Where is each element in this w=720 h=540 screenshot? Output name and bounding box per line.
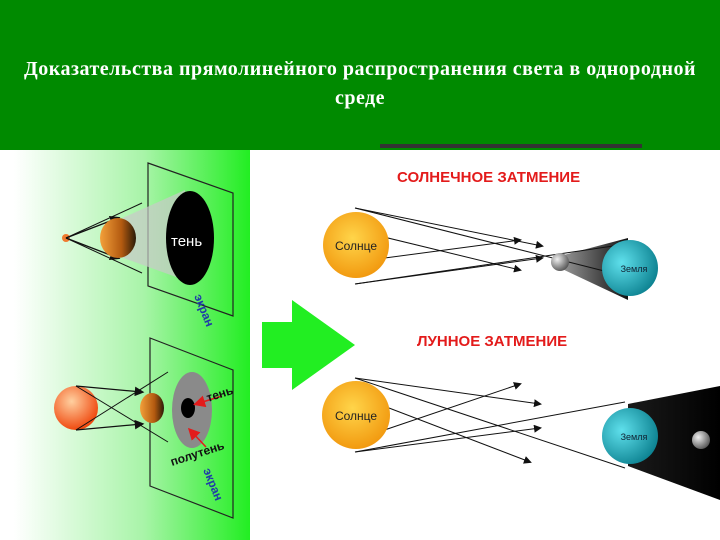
sun xyxy=(323,212,389,278)
shadow-label: тень xyxy=(171,233,202,250)
sun-2 xyxy=(322,381,390,449)
green-arrow xyxy=(262,300,355,390)
solar-eclipse-heading: СОЛНЕЧНОЕ ЗАТМЕНИЕ xyxy=(397,169,580,186)
diagram: тень экран тень полутень экран СОЛНЕЧНОЕ… xyxy=(14,150,720,540)
penumbra-experiment: тень полутень экран xyxy=(54,337,235,519)
shadow-experiment: тень экран xyxy=(62,162,234,329)
opaque-ball xyxy=(100,218,136,258)
earth-label-2: Земля xyxy=(621,432,648,442)
earth-label: Земля xyxy=(621,264,648,274)
screen-frame-2 xyxy=(149,337,234,519)
moon-2 xyxy=(692,431,710,449)
sun-label: Солнце xyxy=(335,239,377,253)
divider-bar xyxy=(380,144,642,148)
slide-title: Доказательства прямолинейного распростра… xyxy=(23,58,697,109)
opaque-ball-2 xyxy=(140,393,164,423)
earth xyxy=(602,240,658,296)
sun-label-2: Солнце xyxy=(335,409,377,423)
title-banner: Доказательства прямолинейного распростра… xyxy=(0,0,720,150)
extended-source xyxy=(54,386,98,430)
umbra-spot xyxy=(181,398,195,418)
earth-shadow-cone xyxy=(628,386,720,500)
lunar-eclipse-heading: ЛУННОЕ ЗАТМЕНИЕ xyxy=(417,333,567,350)
shadow-spot xyxy=(166,191,214,285)
moon xyxy=(551,253,569,271)
earth-2 xyxy=(602,408,658,464)
lunar-eclipse-diagram: ЛУННОЕ ЗАТМЕНИЕ Солнце Земля xyxy=(322,333,720,500)
solar-eclipse-diagram: СОЛНЕЧНОЕ ЗАТМЕНИЕ Солнце Земля xyxy=(323,169,658,300)
